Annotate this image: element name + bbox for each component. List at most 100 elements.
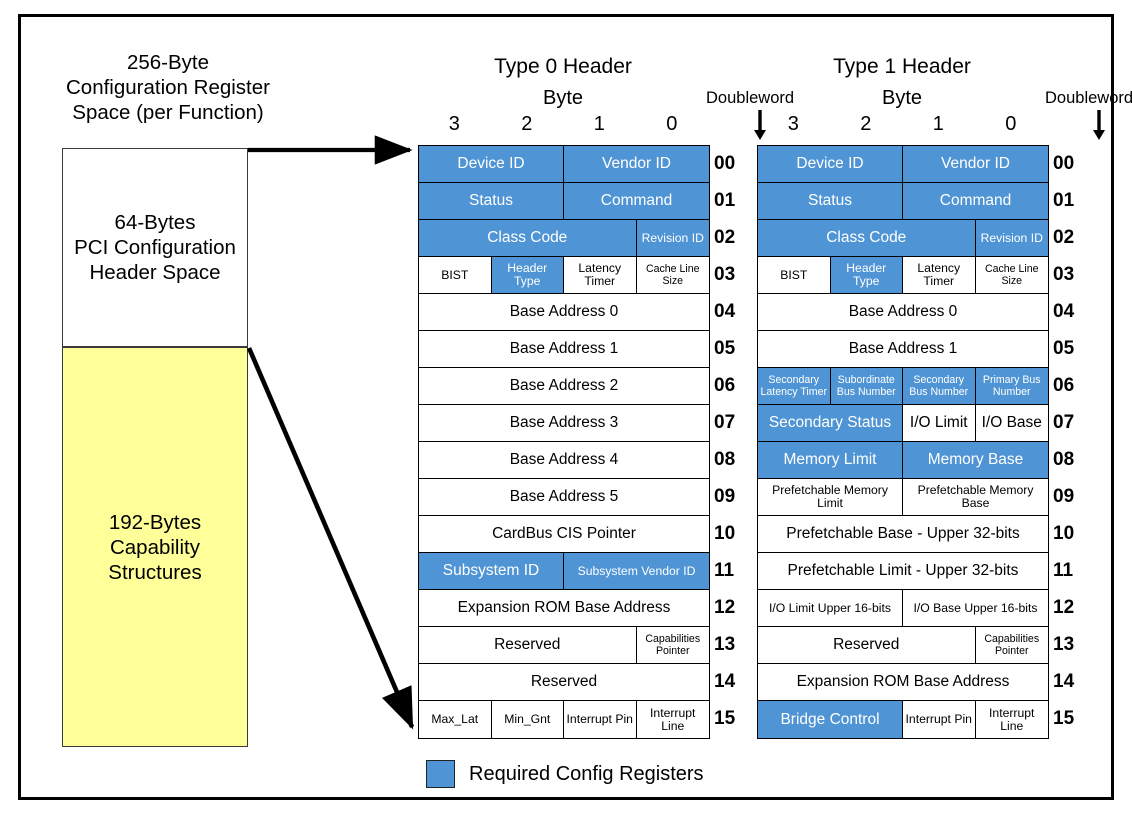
register-cell-cache-line-size: Cache Line Size xyxy=(636,257,709,293)
register-cell-base-address-4: Base Address 4 xyxy=(419,442,709,478)
register-cell-label: Secondary Status xyxy=(768,414,892,431)
doubleword-number-06: 06 xyxy=(714,374,736,396)
register-cell-i-o-base: I/O Base xyxy=(975,405,1048,441)
register-cell-label: Reserved xyxy=(833,636,900,653)
register-cell-header-type: Header Type xyxy=(491,257,564,293)
doubleword-number-14: 14 xyxy=(1053,670,1075,692)
register-cell-base-address-0: Base Address 0 xyxy=(419,294,709,330)
doubleword-number-05: 05 xyxy=(1053,337,1075,359)
register-cell-prefetchable-memory-base: Prefetchable Memory Base xyxy=(903,479,1048,515)
register-cell-label: Subsystem Vendor ID xyxy=(577,563,696,578)
doubleword-number-10: 10 xyxy=(1053,522,1075,544)
register-cell-memory-base: Memory Base xyxy=(903,442,1048,478)
type0-doubleword-arrow-icon xyxy=(754,110,766,140)
register-cell-label: Command xyxy=(600,192,673,209)
doubleword-number-07: 07 xyxy=(714,411,736,433)
register-cell-label: CardBus CIS Pointer xyxy=(492,525,636,542)
byte-number-0: 0 xyxy=(666,113,678,135)
register-cell-status: Status xyxy=(758,183,903,219)
byte-number-3: 3 xyxy=(787,113,799,135)
register-row-05: Base Address 1 xyxy=(419,331,709,368)
register-cell-label: Revision ID xyxy=(641,230,704,245)
register-cell-label: Memory Limit xyxy=(783,451,877,468)
register-cell-prefetchable-memory-limit: Prefetchable Memory Limit xyxy=(758,479,903,515)
type1-doubleword-arrow-icon xyxy=(1093,110,1105,140)
register-row-05: Base Address 1 xyxy=(758,331,1048,368)
doubleword-number-15: 15 xyxy=(1053,707,1075,729)
register-cell-subordinate-bus-number: Subordinate Bus Number xyxy=(830,368,903,404)
register-row-10: CardBus CIS Pointer xyxy=(419,516,709,553)
register-cell-cache-line-size: Cache Line Size xyxy=(975,257,1048,293)
register-cell-label: Prefetchable Limit - Upper 32-bits xyxy=(787,562,1019,579)
doubleword-number-09: 09 xyxy=(714,485,736,507)
legend-color-swatch xyxy=(426,760,455,788)
register-cell-min-gnt: Min_Gnt xyxy=(491,701,564,738)
register-cell-reserved: Reserved xyxy=(419,664,709,700)
outer-frame xyxy=(18,14,1114,800)
register-cell-label: Status xyxy=(808,192,852,209)
register-row-08: Base Address 4 xyxy=(419,442,709,479)
register-cell-label: BIST xyxy=(780,267,808,282)
register-cell-base-address-1: Base Address 1 xyxy=(758,331,1048,367)
register-cell-label: I/O Base xyxy=(981,414,1042,431)
register-cell-label: Base Address 0 xyxy=(848,303,958,320)
register-cell-label: Interrupt Line xyxy=(650,705,696,733)
register-row-14: Expansion ROM Base Address xyxy=(758,664,1048,701)
doubleword-number-06: 06 xyxy=(1053,374,1075,396)
register-cell-label: Secondary Bus Number xyxy=(909,374,969,398)
register-row-10: Prefetchable Base - Upper 32-bits xyxy=(758,516,1048,553)
register-cell-base-address-5: Base Address 5 xyxy=(419,479,709,515)
register-cell-label: Latency Timer xyxy=(917,261,961,288)
register-row-04: Base Address 0 xyxy=(758,294,1048,331)
register-cell-interrupt-pin: Interrupt Pin xyxy=(903,701,976,738)
register-cell-label: Interrupt Pin xyxy=(905,712,972,726)
register-cell-label: Subordinate Bus Number xyxy=(836,374,896,398)
register-cell-label: Expansion ROM Base Address xyxy=(457,599,671,616)
register-cell-label: Revision ID xyxy=(980,230,1043,245)
register-row-11: Prefetchable Limit - Upper 32-bits xyxy=(758,553,1048,590)
register-cell-cardbus-cis-pointer: CardBus CIS Pointer xyxy=(419,516,709,552)
register-cell-base-address-0: Base Address 0 xyxy=(758,294,1048,330)
register-cell-vendor-id: Vendor ID xyxy=(564,146,709,182)
doubleword-number-08: 08 xyxy=(1053,448,1075,470)
register-row-09: Base Address 5 xyxy=(419,479,709,516)
doubleword-number-15: 15 xyxy=(714,707,736,729)
register-cell-base-address-1: Base Address 1 xyxy=(419,331,709,367)
doubleword-number-11: 11 xyxy=(714,559,735,581)
register-cell-header-type: Header Type xyxy=(830,257,903,293)
register-cell-base-address-3: Base Address 3 xyxy=(419,405,709,441)
doubleword-number-03: 03 xyxy=(1053,263,1075,285)
register-row-14: Reserved xyxy=(419,664,709,701)
register-cell-label: I/O Base Upper 16-bits xyxy=(913,600,1038,615)
legend-label: Required Config Registers xyxy=(469,762,704,785)
type1-doubleword-label: Doubleword xyxy=(1045,89,1132,107)
doubleword-number-02: 02 xyxy=(714,226,736,248)
register-cell-label: Vendor ID xyxy=(941,155,1010,172)
register-cell-label: Header Type xyxy=(507,261,548,288)
config-space-title-line-3: Space (per Function) xyxy=(72,101,264,124)
type0-title: Type 0 Header xyxy=(494,55,632,78)
register-cell-prefetchable-limit-upper-32-bits: Prefetchable Limit - Upper 32-bits xyxy=(758,553,1048,589)
doubleword-number-10: 10 xyxy=(714,522,736,544)
register-cell-label: Device ID xyxy=(796,155,864,172)
register-row-06: Base Address 2 xyxy=(419,368,709,405)
register-cell-label: Base Address 5 xyxy=(509,488,619,505)
register-cell-secondary-latency-timer: Secondary Latency Timer xyxy=(758,368,831,404)
register-cell-bridge-control: Bridge Control xyxy=(758,701,903,738)
doubleword-number-03: 03 xyxy=(714,263,736,285)
register-row-00: Device ID Vendor ID xyxy=(758,146,1048,183)
